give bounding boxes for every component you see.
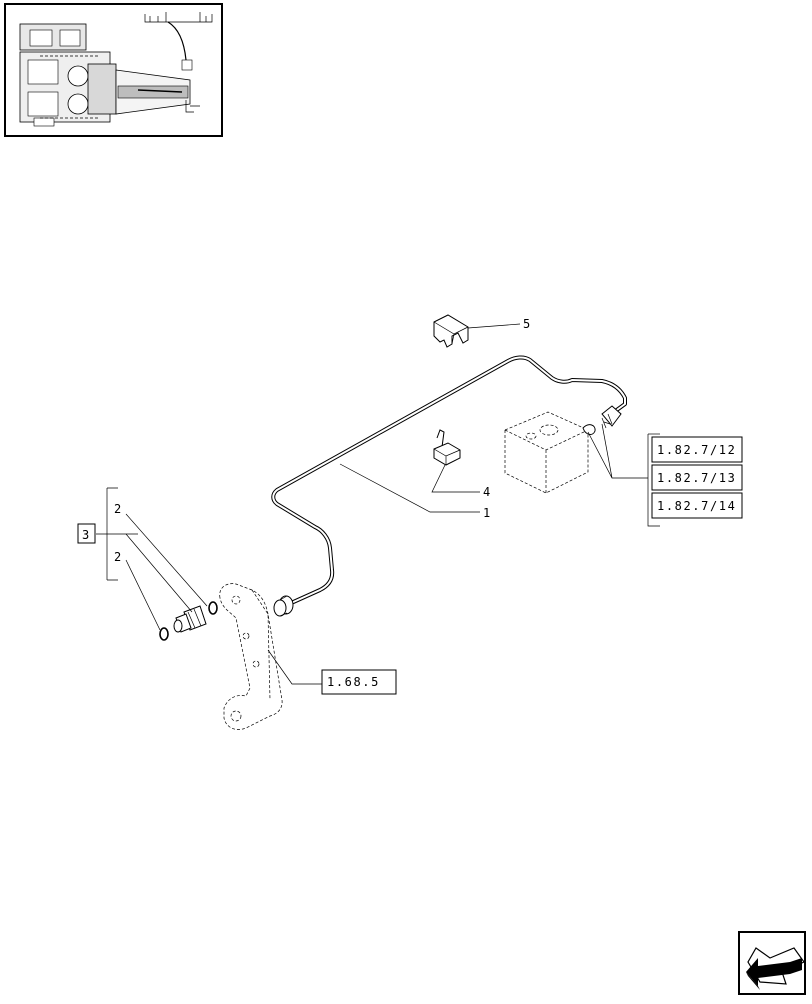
- leader-item-5: [467, 323, 521, 329]
- ref-box-1-82-7-12[interactable]: 1.82.7/12: [651, 436, 743, 463]
- callout-2-upper[interactable]: 2: [114, 502, 121, 516]
- valve-block-housing: [504, 411, 596, 494]
- reference-bracket-group: [647, 433, 660, 527]
- callout-box-3[interactable]: 3: [77, 523, 96, 544]
- leader-item-2-upper: [125, 513, 208, 607]
- leader-item-2-lower: [125, 559, 161, 631]
- overview-thumbnail[interactable]: [4, 3, 223, 137]
- leader-item-1: [339, 463, 480, 513]
- callout-1[interactable]: 1: [483, 506, 490, 520]
- pressure-switch-part-3: [173, 605, 207, 633]
- ref-label-1-82-7-14: 1.82.7/14: [657, 499, 736, 513]
- ref-box-1-82-7-13[interactable]: 1.82.7/13: [651, 464, 743, 491]
- next-page-arrow-icon[interactable]: [738, 931, 806, 995]
- brake-pipe-part-1: [271, 355, 627, 617]
- ref-label-1-68-5: 1.68.5: [327, 675, 380, 689]
- pipe-clamp-part-4: [433, 429, 461, 466]
- leader-valve-block: [587, 423, 648, 479]
- callout-5[interactable]: 5: [523, 317, 530, 331]
- callout-3: 3: [82, 528, 89, 542]
- support-bracket-dashed: [219, 583, 283, 730]
- leader-item-4: [431, 464, 480, 493]
- leader-item-3: [125, 533, 193, 613]
- callout-2-lower[interactable]: 2: [114, 550, 121, 564]
- ref-box-1-82-7-14[interactable]: 1.82.7/14: [651, 492, 743, 519]
- ref-box-1-68-5[interactable]: 1.68.5: [321, 669, 397, 695]
- o-ring-upper-part-2: [208, 601, 218, 615]
- o-ring-lower-part-2: [159, 627, 169, 641]
- callout-4[interactable]: 4: [483, 485, 490, 499]
- ref-label-1-82-7-12: 1.82.7/12: [657, 443, 736, 457]
- leader-bracket-ref: [267, 649, 322, 685]
- tractor-transmission-thumbnail-icon: [19, 12, 213, 127]
- clip-part-5: [433, 314, 469, 348]
- ref-label-1-82-7-13: 1.82.7/13: [657, 471, 736, 485]
